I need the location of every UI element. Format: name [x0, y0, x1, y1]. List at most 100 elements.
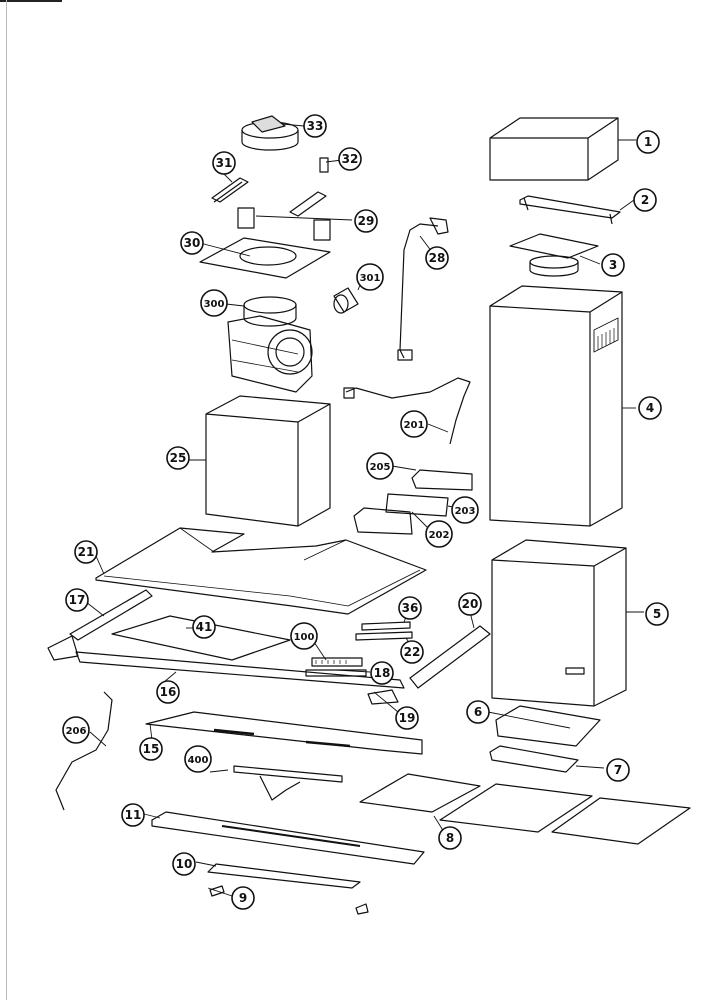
callout-label-18: 18 — [374, 666, 391, 680]
part-21-hood-canopy — [95, 527, 427, 615]
part-11-bottom-rail — [151, 811, 425, 865]
callout-circle-19 — [395, 706, 419, 730]
part-202-control-housing — [353, 507, 413, 535]
callout-circle-9 — [231, 886, 255, 910]
callout-circle-202 — [425, 520, 453, 548]
callout-label-1: 1 — [644, 135, 652, 149]
part-3-flange — [509, 233, 599, 277]
left-edge-rule — [6, 0, 7, 1000]
callout-circle-206 — [62, 716, 90, 744]
callout-circle-31 — [212, 151, 236, 175]
callout-label-2: 2 — [641, 193, 649, 207]
callout-label-25: 25 — [170, 451, 187, 465]
callout-circle-6 — [466, 700, 490, 724]
callout-circle-32 — [338, 147, 362, 171]
part-203-board-cover — [385, 493, 449, 517]
part-206-cable — [55, 691, 113, 811]
part-205-control-board — [411, 469, 473, 491]
part-33-duct-collar — [241, 115, 299, 151]
part-400-light-assembly — [233, 765, 343, 801]
callout-circle-2 — [633, 188, 657, 212]
callout-circle-16 — [156, 680, 180, 704]
callout-circle-203 — [451, 496, 479, 524]
callout-label-100: 100 — [294, 632, 315, 643]
callout-label-11: 11 — [125, 808, 142, 822]
part-36-rail — [361, 621, 411, 631]
callout-label-41: 41 — [196, 620, 213, 634]
callout-label-203: 203 — [455, 506, 476, 517]
top-left-rule — [0, 0, 62, 2]
callout-label-3: 3 — [609, 258, 617, 272]
callout-circle-400 — [184, 745, 212, 773]
part-30-mount-plate — [199, 237, 331, 279]
callout-circle-205 — [366, 452, 394, 480]
callout-circle-36 — [398, 596, 422, 620]
callout-label-7: 7 — [614, 763, 622, 777]
callout-label-206: 206 — [66, 726, 87, 737]
part-16-front-strip — [75, 651, 405, 689]
callout-label-28: 28 — [429, 251, 446, 265]
part-20-side-strip — [409, 625, 491, 689]
part-19-bracket — [367, 689, 399, 705]
part-301-capacitor — [333, 287, 359, 314]
callout-circle-5 — [645, 602, 669, 626]
callout-circle-300 — [200, 289, 228, 317]
part-32-bracket — [319, 157, 329, 173]
callout-circle-21 — [74, 540, 98, 564]
callout-label-20: 20 — [462, 597, 479, 611]
callout-label-16: 16 — [160, 685, 177, 699]
callout-circle-29 — [354, 209, 378, 233]
part-29-plates — [237, 207, 331, 241]
part-100-control-panel — [311, 657, 363, 667]
part-5-lower-chimney — [491, 539, 627, 707]
callout-label-22: 22 — [404, 645, 421, 659]
callout-circle-22 — [400, 640, 424, 664]
callout-circle-8 — [438, 826, 462, 850]
part-31-bracket — [211, 177, 249, 203]
callout-label-33: 33 — [307, 119, 324, 133]
part-9-clips — [209, 885, 369, 915]
callout-circle-301 — [356, 263, 384, 291]
callout-label-202: 202 — [429, 530, 450, 541]
part-17-side-rail — [47, 589, 153, 661]
callout-label-300: 300 — [204, 299, 225, 310]
callout-circle-41 — [192, 615, 216, 639]
part-25-inner-box — [205, 395, 331, 527]
callout-label-32: 32 — [342, 152, 359, 166]
callout-circle-3 — [601, 253, 625, 277]
part-28-power-cord — [397, 217, 449, 361]
callout-label-36: 36 — [402, 601, 419, 615]
callout-circle-33 — [303, 114, 327, 138]
callout-label-4: 4 — [646, 401, 654, 415]
callout-label-19: 19 — [399, 711, 416, 725]
callout-label-400: 400 — [188, 755, 209, 766]
part-15-inner-frame — [145, 711, 423, 755]
callout-circle-25 — [166, 446, 190, 470]
part-6-base-plate — [495, 705, 601, 747]
part-8-grease-filters — [359, 773, 691, 845]
leader-lines — [85, 123, 644, 897]
part-201-wiring — [343, 377, 471, 445]
part-22-rail — [355, 631, 413, 641]
callout-label-31: 31 — [216, 156, 233, 170]
callout-label-21: 21 — [78, 545, 95, 559]
callout-circle-1 — [636, 130, 660, 154]
callout-label-5: 5 — [653, 607, 661, 621]
callout-label-201: 201 — [404, 420, 425, 431]
callout-circle-15 — [139, 737, 163, 761]
callout-label-301: 301 — [360, 273, 381, 284]
part-10-strip — [207, 863, 361, 889]
callout-circle-17 — [65, 588, 89, 612]
part-31b-bracket — [289, 191, 327, 217]
callout-circle-7 — [606, 758, 630, 782]
callout-label-29: 29 — [358, 214, 375, 228]
part-7-mount-plate — [489, 745, 579, 773]
callout-label-30: 30 — [184, 236, 201, 250]
part-300-blower-motor — [227, 296, 313, 393]
callout-label-205: 205 — [370, 462, 391, 473]
callout-label-10: 10 — [176, 857, 193, 871]
callout-circle-20 — [458, 592, 482, 616]
